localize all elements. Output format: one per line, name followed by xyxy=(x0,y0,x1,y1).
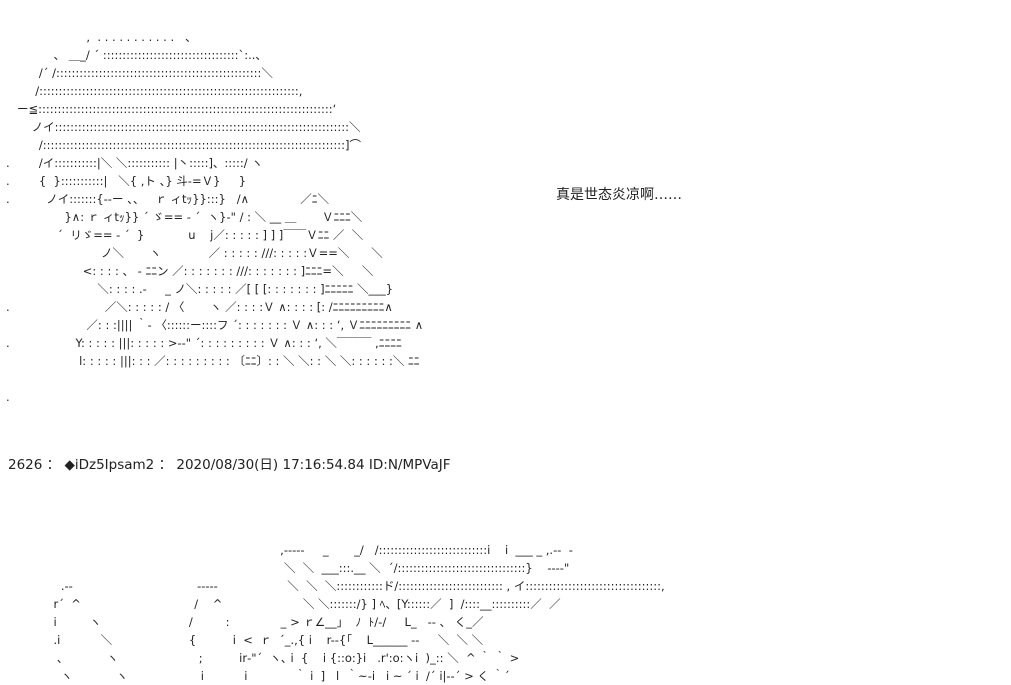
ascii-art-bottom: ,----- _ _/ /:::::::::::::::::::::::::::… xyxy=(6,541,665,685)
ascii-art-top-line: ノイ::::::::::::::::::::::::::::::::::::::… xyxy=(6,120,361,134)
ascii-art-top-line: ノ＼ ヽ ／ : : : : : ///: : : : :Ｖ==＼ ＼ xyxy=(6,246,383,260)
post-date: 2020/08/30(日) 17:16:54.84 xyxy=(176,457,365,473)
ascii-art-top-line: /:::::::::::::::::::::::::::::::::::::::… xyxy=(6,84,303,98)
ascii-art-top-line: . xyxy=(6,390,10,404)
ascii-art-bottom-line: i ヽ / : _ > ｒ∠__」 ﾉ ﾄ/‐/ L_ -- 、 く_／ xyxy=(6,615,484,629)
poster-id: ID:N/MPVaJF xyxy=(368,457,451,473)
header-separator-2: ： xyxy=(158,457,173,473)
art-caption: 真是世态炎凉啊…… xyxy=(556,187,682,203)
poster-name: ◆iDz5Ipsam2 xyxy=(64,457,155,473)
ascii-art-top-line xyxy=(6,370,423,388)
ascii-art-top-line: <: : : : 、 ‐ ﾆﾆン ／: : : : : : : ///: : :… xyxy=(6,264,374,278)
header-separator: ： xyxy=(46,457,61,473)
ascii-art-top-line: . { }:::::::::::| ＼{ ,ト 、} 斗‐=Ｖ} } xyxy=(6,174,247,188)
ascii-art-top: , . . . . . . . . . . . 、 、 ＿_/ ´ ::::::… xyxy=(6,28,423,406)
ascii-art-bottom-line: ＼ ＼ ___:::.__ ＼ ´/::::::::::::::::::::::… xyxy=(6,561,570,575)
ascii-art-top-line: ＼: : : : .- _ ノ＼: : : : : ／[ [ [: : : : … xyxy=(6,282,394,296)
ascii-art-top-line: . ／＼: : : : : / 〈 ヽ ／: : : :Ｖ ∧: : : : [… xyxy=(6,300,393,314)
ascii-art-bottom-line: ､ ヽ ; ir‐"´ ヽ､ i { i {::o:}i .r':o:ヽi )_… xyxy=(6,651,520,665)
ascii-art-bottom-line: .-- ----- ＼ ＼ ＼::::::::::::ド/:::::::::::… xyxy=(6,579,665,593)
ascii-art-bottom-line: ,----- _ _/ /:::::::::::::::::::::::::::… xyxy=(6,543,573,557)
ascii-art-top-line: l: : : : : |||: : : ／: : : : : : : : : 〔… xyxy=(6,354,420,368)
ascii-art-top-line: ´ リゞ== ‐ ´ } u j／: : : : : ] ] ]￣￣Ｖﾆﾆ ／ … xyxy=(6,228,364,242)
post-header: 2626 ： ◆iDz5Ipsam2 ： 2020/08/30(日) 17:16… xyxy=(8,456,450,474)
ascii-art-top-line: , . . . . . . . . . . . 、 xyxy=(6,30,197,44)
ascii-art-top-line: /´ /::::::::::::::::::::::::::::::::::::… xyxy=(6,66,273,80)
ascii-art-bottom-line: ヽ ヽ i i ｀ i ] l ｀~‐i i ~ ´ i /´ i|--´ > … xyxy=(6,669,510,683)
post-number: 2626 xyxy=(8,457,43,473)
ascii-art-top-line: ／: : :|||| ｀- 〈::::::ー::::フ ´: : : : : :… xyxy=(6,318,424,332)
ascii-art-top-line: /:::::::::::::::::::::::::::::::::::::::… xyxy=(6,138,361,152)
ascii-art-top-line: . /イ:::::::::::|＼ ＼::::::::::: |丶:::::]、… xyxy=(6,156,263,170)
ascii-art-bottom-line: .i ＼ { i < ｒ ´_.,{ i r--{｢ L______ -- ＼ … xyxy=(6,633,484,647)
ascii-art-top-line: . Y: : : : : |||: : : : : >-‐" ´: : : : … xyxy=(6,336,402,350)
ascii-art-bottom-line: r´ ^ / ^ ＼ ＼:::::::/} ] ﾍ、[Y::::::／ ] /:… xyxy=(6,597,561,611)
ascii-art-top-line: }∧: ｒ ィtｯ}} ´ ゞ== ‐ ´ ヽ}‐" / : ＼ __ ＿ Ｖﾆ… xyxy=(6,210,363,224)
ascii-art-top-line: . ノイ:::::::{--ー 、、 ｒ ィtｯ}}:::} /∧ ／ﾆ＼ xyxy=(6,192,329,206)
ascii-art-top-line: 、 ＿_/ ´ ::::::::::::::::::::::::::::::::… xyxy=(6,48,267,62)
ascii-art-top-line: ー≦::::::::::::::::::::::::::::::::::::::… xyxy=(6,102,337,116)
